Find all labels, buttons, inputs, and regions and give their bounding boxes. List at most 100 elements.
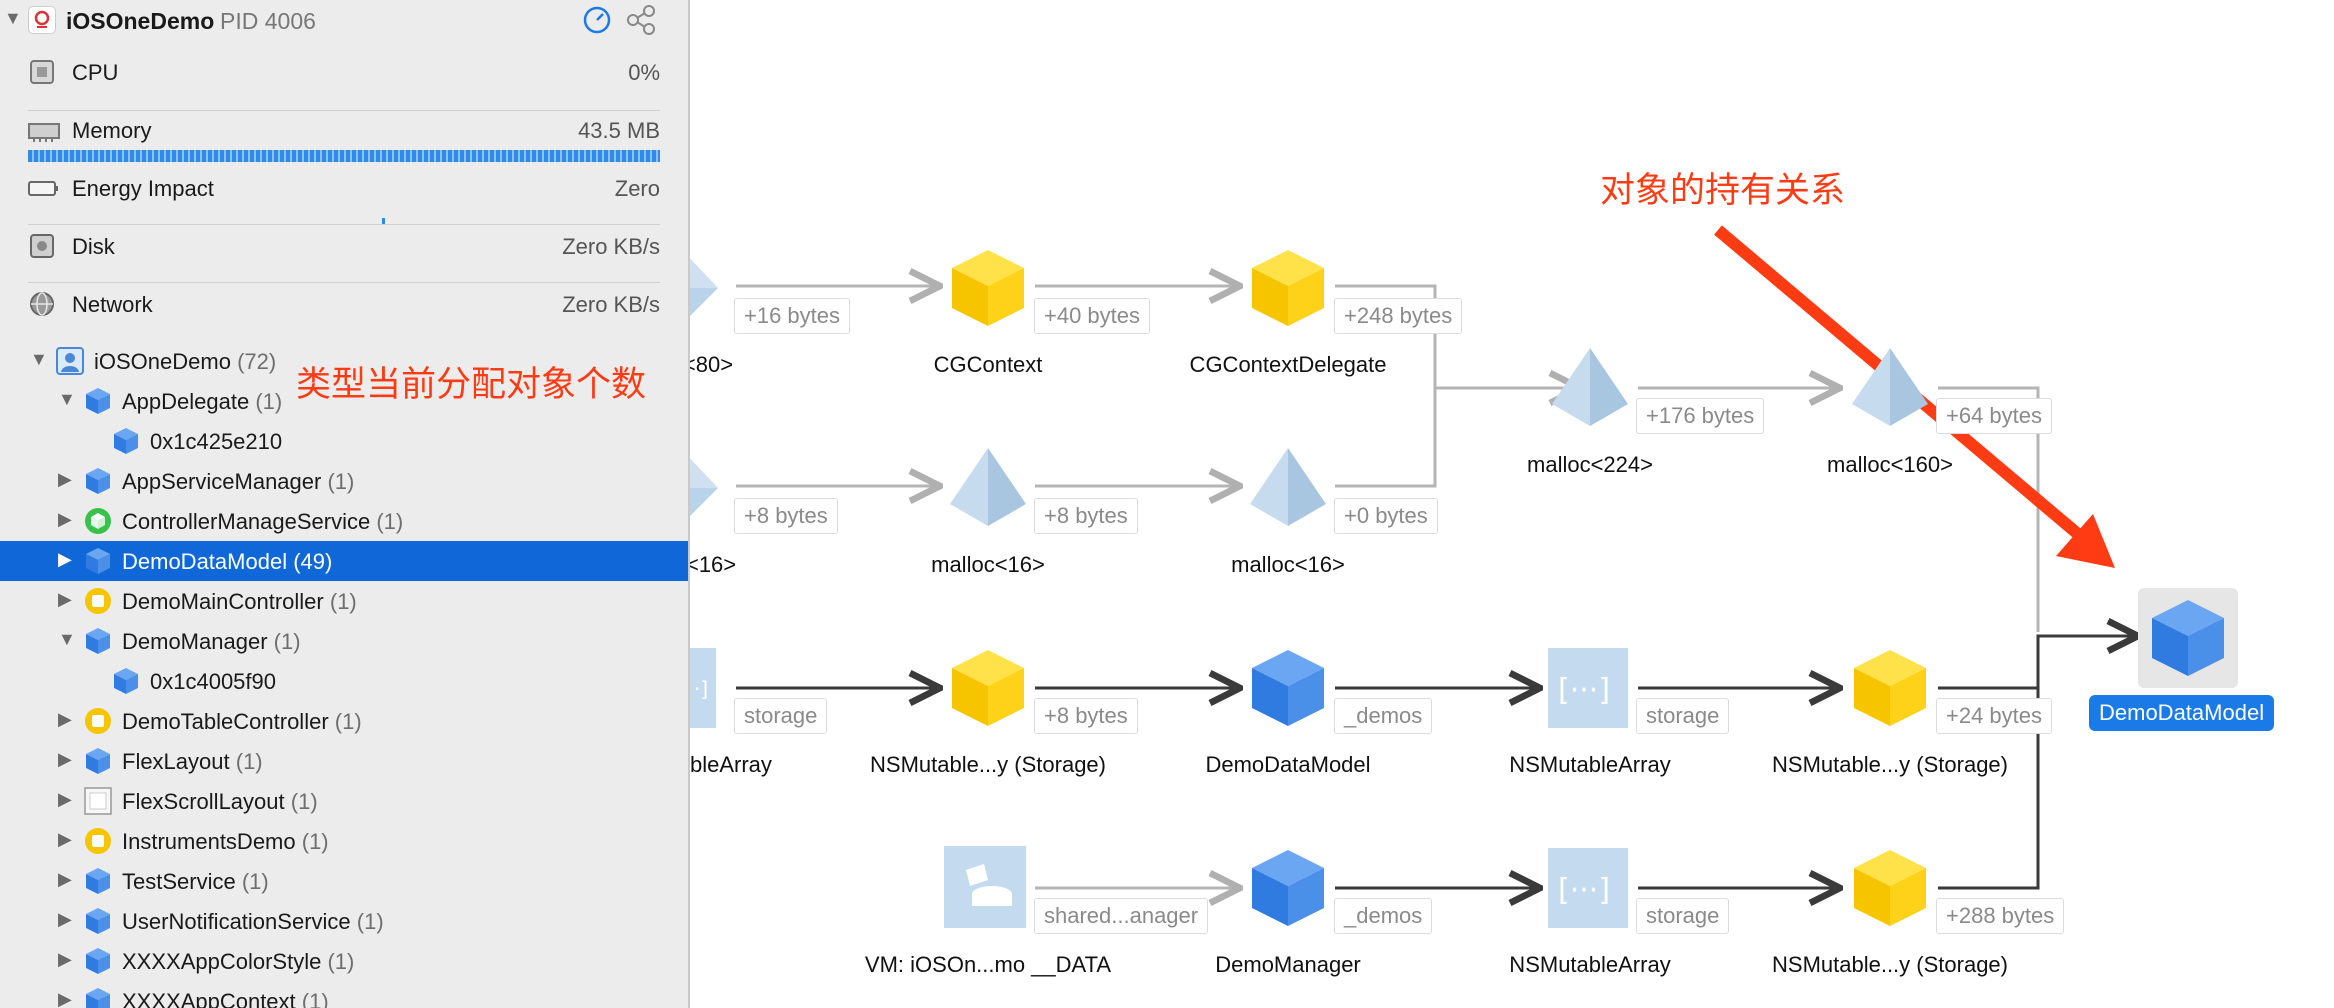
network-icon [28,290,56,323]
array-node-icon[interactable]: [···] [1548,648,1630,728]
tree-root[interactable]: ▼ iOSOneDemo (72) [0,341,688,381]
disclosure-triangle-icon[interactable]: ▶ [58,749,72,769]
gauge-network[interactable]: Network Zero KB/s [0,276,688,334]
class-cube-icon [84,867,112,895]
node-label[interactable]: VM: iOSOn...mo __DATA [864,952,1112,977]
disclosure-triangle-icon[interactable]: ▼ [30,349,48,369]
class-row[interactable]: ▶InstrumentsDemo (1) [0,821,688,861]
disclosure-triangle-icon[interactable]: ▶ [58,829,72,849]
svg-text:[···]: [···] [1558,673,1610,708]
node-label[interactable]: :<16> [690,552,737,577]
class-row[interactable]: ▶DemoMainController (1) [0,581,688,621]
edge-line [1938,688,2040,890]
node-label[interactable]: malloc<224> [1527,452,1653,477]
tree-label: DemoDataModel (49) [122,549,333,574]
class-row[interactable]: ▶TestService (1) [0,861,688,901]
gauge-memory[interactable]: Memory 43.5 MB [0,102,688,160]
class-cube-icon [84,907,112,935]
process-row[interactable]: ▼ iOSOneDemo PID 4006 [0,0,688,40]
model-cube-icon[interactable] [1248,848,1328,928]
node-label[interactable]: NSMutable...y (Storage) [870,752,1106,777]
controller-icon [84,587,112,615]
pyramid-node-icon[interactable] [1248,448,1328,528]
object-cube-icon[interactable] [948,248,1028,328]
class-row[interactable]: ▶ XXXXAppContext (1) [0,981,688,1008]
object-cube-icon[interactable] [1248,248,1328,328]
disclosure-triangle-icon[interactable]: ▶ [58,789,72,809]
instance-row[interactable]: 0x1c4005f90 [0,661,688,701]
disclosure-triangle-icon[interactable]: ▶ [58,709,72,729]
disclosure-triangle-icon[interactable]: ▼ [58,389,76,409]
node-label[interactable]: bleArray [690,752,772,777]
object-cube-icon[interactable] [1850,848,1930,928]
pyramid-node-icon[interactable] [1550,348,1630,428]
disclosure-triangle-icon[interactable]: ▼ [4,8,22,28]
target-node-label[interactable]: DemoDataModel [2089,695,2275,731]
node-label[interactable]: malloc<160> [1827,452,1953,477]
pyramid-node-icon[interactable] [690,248,720,328]
class-row[interactable]: ▶XXXXAppColorStyle (1) [0,941,688,981]
edge-label: +8 bytes [1034,698,1138,734]
edge-label: storage [1636,898,1730,934]
pyramid-node-icon[interactable] [1850,348,1930,428]
graph-edges [736,225,2334,1008]
node-label[interactable]: NSMutableArray [1509,752,1671,777]
disclosure-triangle-icon[interactable]: ▶ [58,949,72,969]
disclosure-triangle-icon[interactable]: ▶ [58,509,72,529]
disclosure-triangle-icon[interactable]: ▶ [58,549,72,569]
object-cube-icon[interactable] [948,648,1028,728]
node-label[interactable]: NSMutable...y (Storage) [1772,952,2008,977]
node-label[interactable]: malloc<16> [1231,552,1345,577]
tree-label: 0x1c425e210 [150,429,283,454]
class-row[interactable]: ▼AppDelegate (1) [0,381,688,421]
model-cube-icon[interactable] [1248,648,1328,728]
node-label[interactable]: DemoDataModel [1205,752,1371,777]
array-node-icon[interactable]: ·] [690,648,720,728]
gauge-energy[interactable]: Energy Impact Zero [0,160,688,218]
class-row[interactable]: ▶ControllerManageService (1) [0,501,688,541]
class-row[interactable]: ▶DemoTableController (1) [0,701,688,741]
node-label[interactable]: CGContext [933,352,1043,377]
class-row[interactable]: ▶UserNotificationService (1) [0,901,688,941]
edge-label: +0 bytes [1334,498,1438,534]
disclosure-triangle-icon[interactable]: ▶ [58,909,72,929]
node-label[interactable]: NSMutableArray [1509,952,1671,977]
node-label[interactable]: CGContextDelegate [1189,352,1387,377]
class-row[interactable]: ▶FlexScrollLayout (1) [0,781,688,821]
class-row[interactable]: ▶FlexLayout (1) [0,741,688,781]
array-node-icon[interactable]: [···] [1548,848,1630,928]
gauge-name: Memory [72,118,152,143]
gauge-icon[interactable] [582,5,612,40]
gauge-disk[interactable]: Disk Zero KB/s [0,218,688,276]
model-cube-icon [2152,600,2224,676]
node-label[interactable]: malloc<16> [931,552,1045,577]
class-cube-icon [84,947,112,975]
disclosure-triangle-icon[interactable]: ▶ [58,989,72,1008]
disclosure-triangle-icon[interactable]: ▼ [58,629,76,649]
pyramid-node-icon[interactable] [948,448,1028,528]
instance-row[interactable]: 0x1c425e210 [0,421,688,461]
edge-label: +176 bytes [1636,398,1765,434]
tree-label: AppServiceManager (1) [122,469,355,494]
class-row[interactable]: ▼ DemoManager (1) [0,621,688,661]
annotation-right: 对象的持有关系 [1600,171,1846,210]
node-label[interactable]: <80> [690,352,734,377]
tree-label: XXXXAppContext (1) [122,989,329,1008]
object-cube-icon[interactable] [1850,648,1930,728]
node-label[interactable]: DemoManager [1215,952,1361,977]
gauge-cpu[interactable]: CPU 0% [0,44,688,102]
disclosure-triangle-icon[interactable]: ▶ [58,469,72,489]
edge-label: _demos [1334,698,1433,734]
node-label[interactable]: NSMutable...y (Storage) [1772,752,2008,777]
edge-line [1938,386,2040,632]
edge-label: +288 bytes [1936,898,2065,934]
pyramid-node-icon[interactable] [690,448,720,528]
tree-label: DemoManager (1) [122,629,301,654]
disclosure-triangle-icon[interactable]: ▶ [58,869,72,889]
class-row[interactable]: ▶ AppServiceManager (1) [0,461,688,501]
memory-graph-icon[interactable] [624,3,658,42]
disclosure-triangle-icon[interactable]: ▶ [58,589,72,609]
class-row[interactable]: ▶ DemoDataModel (49) [0,541,688,581]
vm-region-icon[interactable] [944,846,1028,930]
target-node[interactable] [2138,588,2238,688]
